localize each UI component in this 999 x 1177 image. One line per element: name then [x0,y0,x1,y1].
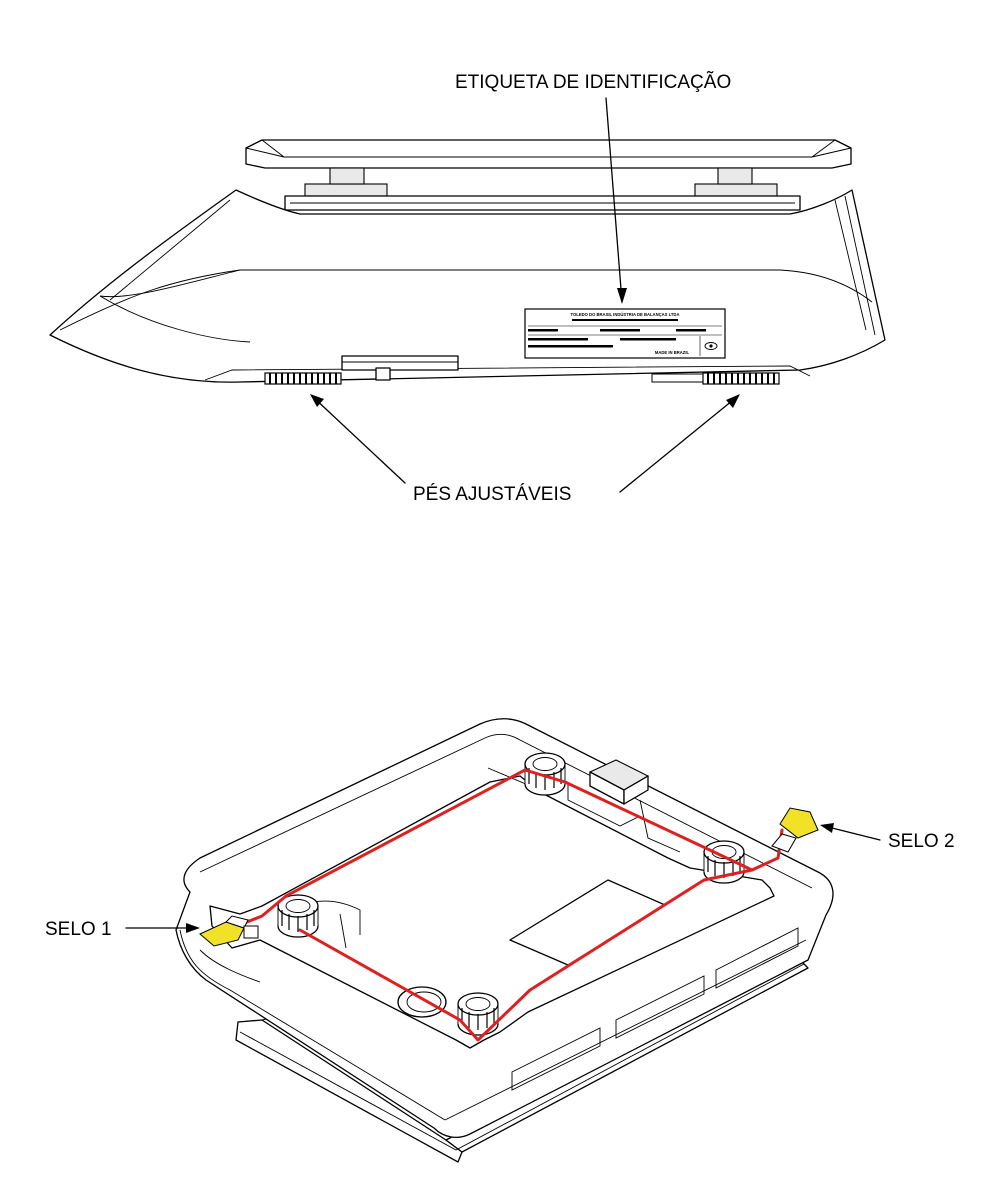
seal-1-callout: SELO 1 [45,919,112,940]
seal-2-callout: SELO 2 [888,831,955,852]
identification-nameplate: TOLEDO DO BRASIL INDÚSTRIA DE BALANÇAS L… [524,308,726,359]
seal-2-leader [823,825,881,841]
underside-round-hole [397,986,447,1018]
underside-foot-top [524,752,566,796]
underside-inner-recess [209,759,775,1049]
identification-label-callout: ETIQUETA DE IDENTIFICAÇÃO [455,71,731,93]
platform-supports [284,167,801,211]
seal-1 [199,915,259,947]
scale-underside-view [175,718,834,1163]
adjustable-foot-left [264,372,342,385]
arrowhead-icon [310,394,324,407]
scale-side-view: TOLEDO DO BRASIL INDÚSTRIA DE BALANÇAS L… [49,139,886,385]
underside-foot-left [277,894,319,938]
callout-arrows-bottom [125,823,881,933]
arrowhead-icon [820,823,834,833]
adjustable-feet-callout: PÉS AJUSTÁVEIS [413,484,571,505]
foot-right-leader [619,395,739,493]
adjustable-foot-right [651,372,780,385]
nameplate-manufacturer: TOLEDO DO BRASIL INDÚSTRIA DE BALANÇAS L… [571,312,680,317]
seal-wire [230,768,784,1042]
arrowhead-icon [617,288,627,304]
weighing-platform [245,139,852,169]
inmetro-seal-icon [704,342,718,350]
callout-arrows-top [310,97,740,493]
foot-left-leader [311,395,406,484]
arrowhead-icon [726,394,740,408]
underside-foot-bottom [457,992,499,1036]
identification-label-leader [605,97,623,303]
arrowhead-icon [186,923,200,933]
nameplate-footer: MADE IN BRAZIL [655,350,690,355]
scale-base-body [49,189,886,383]
seal-2 [771,807,819,853]
